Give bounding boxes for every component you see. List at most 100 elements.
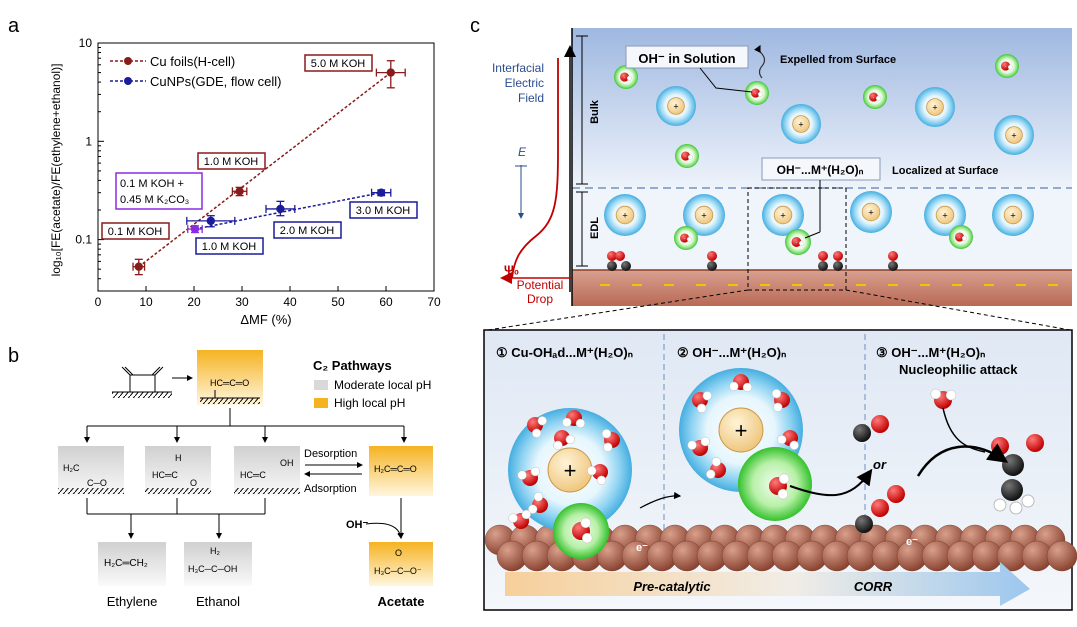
plus-sign: +	[622, 211, 628, 222]
water-hydrogen	[533, 492, 544, 502]
product-ethanol: Ethanol	[196, 594, 240, 609]
data-labels: 5.0 M KOH 1.0 M KOH 0.1 M KOH 0.1 M KOH …	[101, 54, 418, 255]
water-arrow	[942, 407, 986, 453]
legend-swatch-high	[314, 398, 328, 408]
oxygen-atom	[955, 232, 965, 242]
cation-core	[694, 205, 714, 225]
label-box-1m-red	[197, 152, 266, 170]
data-point	[377, 188, 386, 197]
legend-marker-cunps	[124, 77, 132, 85]
cation-core	[718, 407, 764, 453]
ketene-adsorbed-box	[197, 350, 263, 405]
surface-hatch	[112, 392, 172, 398]
label-01m-koh: 0.1 M KOH	[108, 226, 162, 238]
x-tick-label: 10	[139, 295, 153, 309]
oxygen-atom	[1001, 61, 1011, 71]
pathways-legend-title: C₂ Pathways	[313, 358, 392, 373]
oxygen-atom	[680, 233, 690, 243]
svg-text:H₂: H₂	[210, 546, 220, 556]
water-hydrogen	[778, 473, 790, 484]
or-label: or	[873, 457, 887, 472]
oxygen-atom	[751, 88, 761, 98]
intermediate-box-2	[145, 446, 211, 496]
water-hydrogen	[771, 389, 782, 399]
plus-sign: +	[735, 418, 748, 443]
y-tick-label: 1	[85, 134, 92, 148]
hydrogen-atom	[686, 236, 692, 242]
cation-core	[935, 205, 955, 225]
product-arrow	[916, 443, 1009, 477]
minus-sign: -	[873, 95, 875, 100]
oxygen-atom	[871, 415, 889, 433]
corr-label: CORR	[854, 579, 893, 594]
oh-in-solution-box	[625, 45, 749, 69]
water-hydrogen	[587, 466, 597, 476]
psi-zero-label: Ψ₀	[504, 263, 519, 277]
legend-marker-cu-foils	[124, 57, 132, 65]
oxygen-atom	[887, 485, 905, 503]
water-hydrogen	[530, 466, 540, 477]
oxygen-atom	[620, 72, 630, 82]
legend-high-ph: High local pH	[334, 396, 405, 410]
hydrogen-atom	[961, 235, 967, 241]
acetate-carbon	[1002, 454, 1024, 476]
svg-text:H₃C─C─OH: H₃C─C─OH	[188, 564, 237, 574]
y-tick-label: 0.1	[75, 233, 92, 247]
legend-label-cunps: CuNPs(GDE, flow cell)	[150, 74, 281, 89]
carbon-atom	[818, 261, 828, 271]
plot-frame	[97, 42, 435, 292]
oh-m-label: OH⁻...M⁺(H₂O)ₙ	[777, 163, 864, 177]
x-tick-label: 30	[235, 295, 249, 309]
acetate-box	[369, 542, 433, 586]
oxygen-atom	[607, 251, 617, 261]
plus-sign: +	[1010, 211, 1016, 222]
e-field-symbol: E	[518, 145, 527, 159]
data-point	[386, 68, 395, 77]
acetate-oxygen	[991, 437, 1009, 455]
bulk-label: Bulk	[589, 99, 601, 124]
data-point	[190, 224, 200, 234]
step-3-label: ③ OH⁻...M⁺(H₂O)ₙ	[876, 345, 985, 360]
plus-sign: +	[868, 208, 874, 219]
minus-sign: -	[684, 236, 686, 241]
data-point	[134, 262, 143, 271]
oxygen-atom	[707, 251, 717, 261]
water-hydrogen	[702, 391, 712, 401]
svg-text:O: O	[190, 478, 197, 488]
carbon-atom	[621, 261, 631, 271]
trend-line-cunps	[194, 191, 382, 230]
localized-label: Localized at Surface	[892, 165, 998, 177]
expelled-label: Expelled from Surface	[780, 54, 896, 66]
zoom-box	[747, 187, 847, 291]
x-tick-label: 60	[379, 295, 393, 309]
carbon-atom	[833, 261, 843, 271]
y-tick-label: 10	[79, 36, 93, 50]
svg-text:H: H	[175, 453, 182, 463]
expelled-arrow	[754, 44, 766, 79]
electron-label-1: e⁻	[636, 542, 648, 554]
intermediate-box-1	[58, 446, 124, 496]
acetate-hydrogen	[1009, 501, 1023, 515]
legend-moderate-ph: Moderate local pH	[334, 378, 431, 392]
minus-sign: -	[624, 75, 626, 80]
svg-text:H₂C═CH₂: H₂C═CH₂	[104, 558, 148, 569]
intermediate-box-3	[234, 446, 300, 496]
oh-callout-line	[699, 67, 753, 93]
water-hydrogen	[517, 470, 527, 480]
desorption-label: Desorption	[304, 448, 357, 460]
carbon-atom	[607, 261, 617, 271]
step-2-label: ② OH⁻...M⁺(H₂O)ₙ	[677, 345, 786, 360]
minus-sign: -	[685, 154, 687, 159]
water-hydrogen	[711, 457, 722, 467]
carbon-atom	[855, 515, 873, 533]
water-hydrogen	[687, 440, 697, 450]
x-tick-label: 50	[331, 295, 345, 309]
interfacial-label-3: Field	[518, 91, 544, 105]
x-tick-label: 40	[283, 295, 297, 309]
legend: Cu foils(H-cell) CuNPs(GDE, flow cell)	[110, 54, 281, 89]
oh-in-solution-label: OH⁻ in Solution	[638, 51, 735, 66]
water-hydrogen	[508, 513, 518, 523]
